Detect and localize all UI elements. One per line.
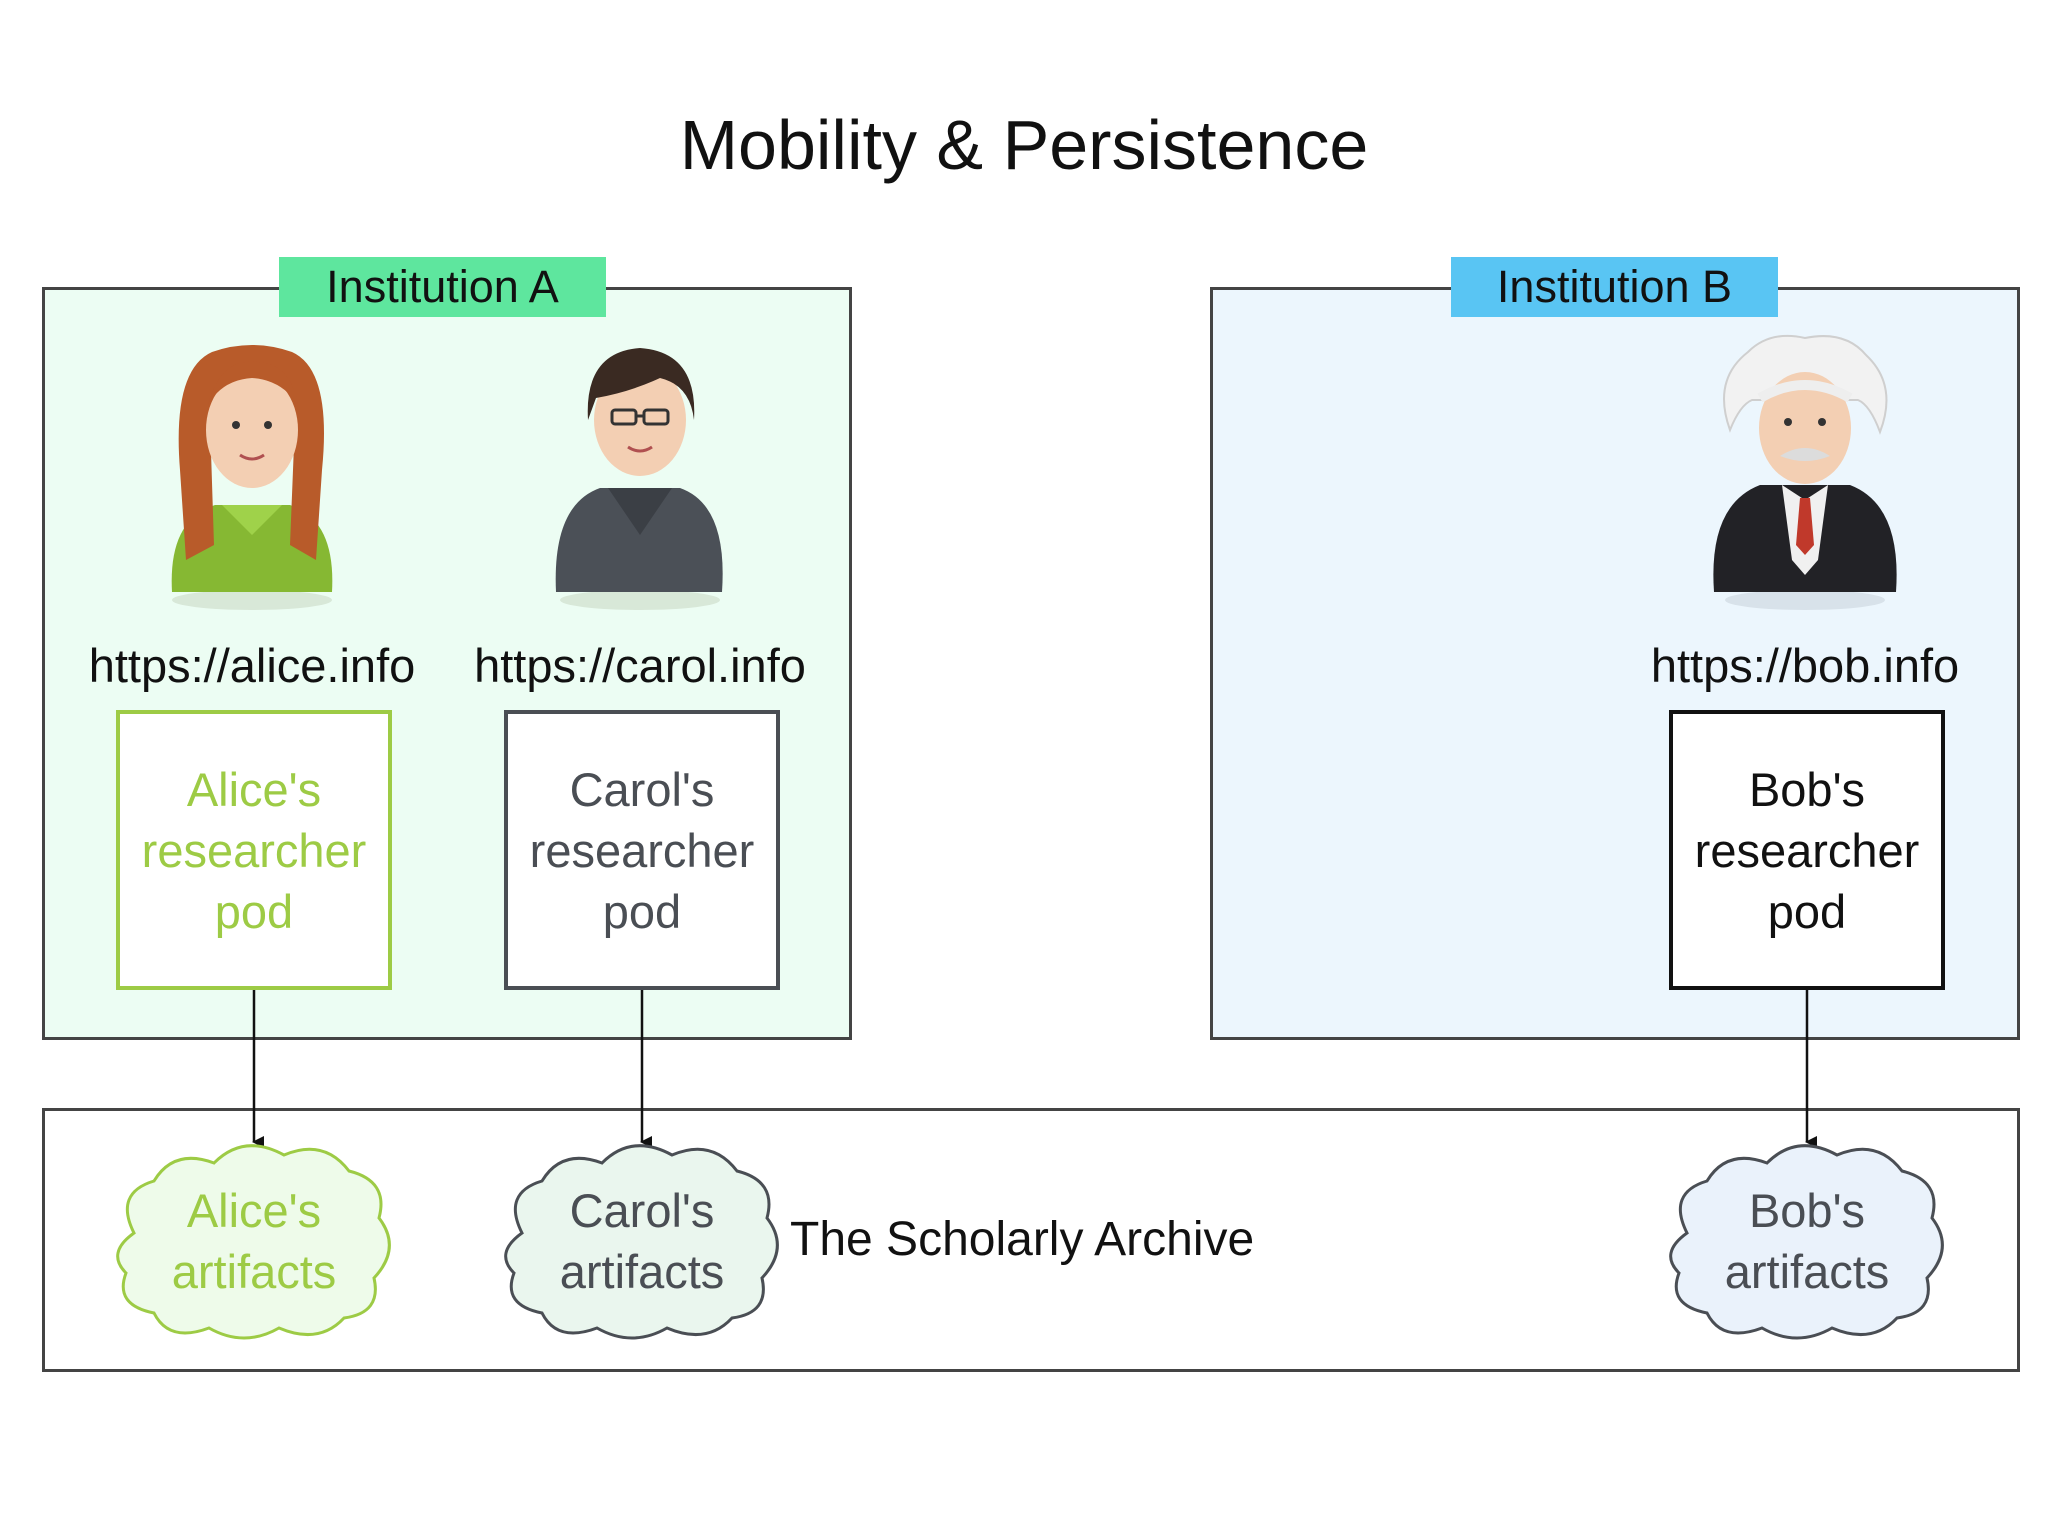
bob-pod: Bob's researcher pod bbox=[1669, 710, 1945, 990]
alice-pod-line-1: Alice's bbox=[186, 762, 322, 816]
alice-pod-line-2: researcher bbox=[141, 823, 367, 877]
bob-artifacts-line-1: Bob's bbox=[1748, 1184, 1866, 1237]
institution-a-label: Institution A bbox=[279, 257, 606, 317]
bob-artifacts-cloud bbox=[1669, 1144, 1944, 1340]
bob-pod-line-1: Bob's bbox=[1748, 762, 1866, 816]
alice-artifacts-line-2: artifacts bbox=[171, 1245, 337, 1298]
bob-pod-line-3: pod bbox=[1767, 884, 1847, 938]
bob-avatar-icon bbox=[1713, 334, 1897, 610]
alice-artifacts-line-1: Alice's bbox=[186, 1184, 322, 1237]
carol-avatar-icon bbox=[555, 348, 723, 610]
bob-artifacts-label: Bob's artifacts bbox=[1687, 1180, 1927, 1302]
alice-pod-line-3: pod bbox=[214, 884, 294, 938]
carol-artifacts-cloud bbox=[504, 1144, 779, 1340]
alice-url[interactable]: https://alice.info bbox=[88, 639, 416, 692]
bob-url[interactable]: https://bob.info bbox=[1650, 639, 1960, 692]
institution-b-label: Institution B bbox=[1451, 257, 1778, 317]
alice-avatar-icon bbox=[171, 345, 333, 610]
carol-pod: Carol's researcher pod bbox=[504, 710, 780, 990]
carol-pod-line-3: pod bbox=[602, 884, 682, 938]
carol-url[interactable]: https://carol.info bbox=[474, 639, 806, 692]
carol-artifacts-line-1: Carol's bbox=[569, 1184, 715, 1237]
alice-artifacts-cloud bbox=[116, 1144, 391, 1340]
carol-pod-line-1: Carol's bbox=[569, 762, 715, 816]
carol-pod-line-2: researcher bbox=[529, 823, 755, 877]
scholarly-archive-label: The Scholarly Archive bbox=[790, 1213, 1255, 1266]
carol-artifacts-line-2: artifacts bbox=[559, 1245, 725, 1298]
alice-artifacts-label: Alice's artifacts bbox=[134, 1180, 374, 1302]
carol-artifacts-label: Carol's artifacts bbox=[522, 1180, 762, 1302]
bob-artifacts-line-2: artifacts bbox=[1724, 1245, 1890, 1298]
page-title: Mobility & Persistence bbox=[679, 106, 1369, 184]
bob-pod-line-2: researcher bbox=[1694, 823, 1920, 877]
alice-pod: Alice's researcher pod bbox=[116, 710, 392, 990]
